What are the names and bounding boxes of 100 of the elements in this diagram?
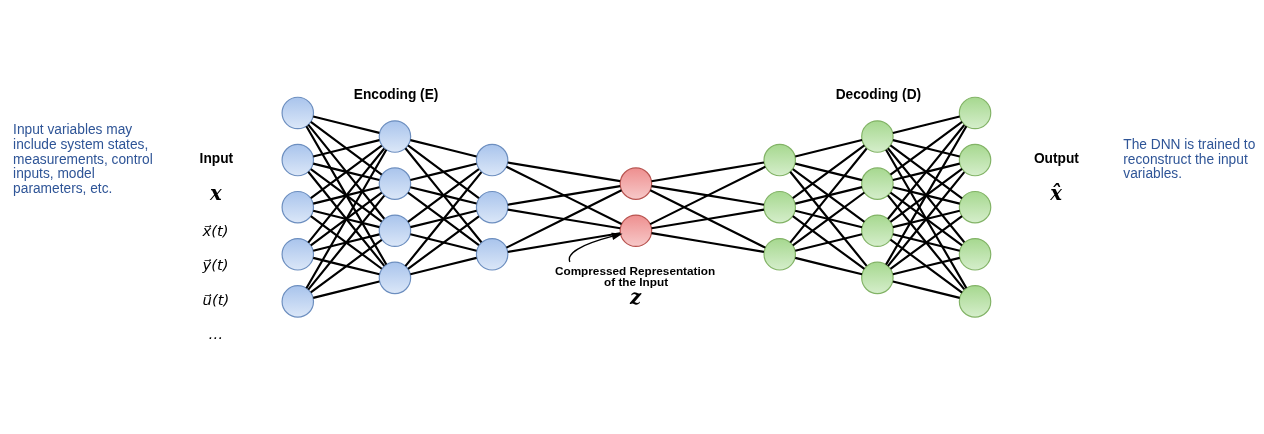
connector — [507, 208, 621, 230]
connector — [892, 139, 960, 158]
connector — [889, 120, 963, 176]
connector — [505, 189, 623, 249]
label: u⃗(t) — [202, 290, 230, 308]
connector — [404, 171, 483, 267]
connector — [892, 115, 960, 134]
connector — [889, 215, 963, 270]
connector — [310, 121, 383, 176]
connector — [307, 171, 386, 267]
connector — [892, 186, 960, 205]
node-circle — [958, 96, 992, 130]
label: … — [208, 325, 224, 343]
node-circle — [475, 238, 509, 271]
connector — [889, 144, 963, 200]
node-circle — [475, 143, 509, 177]
node-text: Compressed Representation of the Input z — [554, 263, 716, 310]
connector — [651, 232, 765, 253]
node-circle — [619, 214, 653, 248]
node-circle — [763, 190, 796, 224]
label: x — [209, 182, 222, 206]
node-circle — [281, 96, 315, 130]
connector — [305, 149, 388, 289]
connector — [310, 168, 383, 223]
connector — [792, 191, 866, 247]
node-circle — [861, 261, 894, 295]
connector — [310, 238, 383, 294]
connector — [507, 232, 621, 253]
connector — [651, 208, 765, 230]
connector — [307, 194, 386, 291]
connector — [407, 191, 480, 247]
connector — [407, 144, 480, 199]
connector — [312, 233, 380, 252]
connector — [410, 233, 477, 252]
node-circle — [281, 285, 315, 318]
connector — [795, 139, 863, 158]
connector — [310, 215, 383, 270]
node-circle — [958, 238, 992, 271]
label: Decoding (D) — [835, 86, 922, 102]
connector — [312, 115, 380, 134]
node-circle — [861, 214, 894, 248]
connector — [792, 168, 866, 223]
connector — [312, 139, 380, 158]
connector — [410, 209, 477, 229]
connector — [651, 185, 765, 206]
node-circle — [958, 143, 992, 177]
connector — [649, 189, 766, 249]
connector — [307, 124, 386, 220]
connector — [310, 144, 383, 200]
node-circle — [861, 120, 894, 153]
connector — [649, 165, 766, 226]
node-circle — [378, 214, 412, 248]
connector — [887, 171, 966, 267]
connector — [507, 161, 621, 183]
connector — [789, 147, 868, 244]
connector — [889, 191, 963, 247]
connector — [892, 256, 960, 276]
connector — [889, 168, 963, 223]
connector — [885, 125, 968, 266]
connector — [885, 149, 968, 289]
connector — [792, 215, 866, 270]
connector — [410, 139, 477, 158]
connector — [887, 194, 966, 291]
node-circle — [281, 190, 315, 224]
node-circle — [958, 285, 992, 318]
connector — [795, 162, 863, 182]
connector — [795, 256, 863, 276]
connector — [312, 256, 380, 276]
label: y⃗(t) — [202, 256, 229, 274]
connector — [887, 124, 966, 220]
connector — [310, 191, 383, 247]
label: x⃗(t) — [202, 222, 229, 240]
connector — [651, 161, 765, 183]
node-circle — [281, 143, 315, 177]
node-circle — [378, 120, 412, 153]
node-circle — [619, 167, 653, 200]
node-circle — [378, 167, 412, 200]
connector — [410, 186, 477, 205]
node-circle — [475, 190, 509, 224]
connector — [892, 233, 960, 252]
connector — [505, 165, 623, 226]
connector — [312, 162, 380, 182]
label: Encoding (E) — [353, 86, 439, 102]
connector — [407, 215, 480, 270]
label: Output — [1033, 150, 1079, 166]
connector — [410, 162, 477, 182]
label: The DNN is trained to reconstruct the input variables. — [1123, 136, 1256, 182]
label: Input — [199, 150, 234, 166]
node-circle — [763, 143, 796, 177]
node-circle — [958, 190, 992, 224]
node-circle — [763, 238, 796, 271]
label: Input variables may include system states, measurements, control inputs, model parameters, etc. — [13, 122, 153, 197]
connector — [795, 233, 863, 252]
connector — [789, 171, 868, 267]
connector — [410, 256, 477, 276]
connector — [795, 186, 863, 205]
connector — [892, 162, 960, 182]
node-circle — [861, 167, 894, 200]
node-circle — [281, 238, 315, 271]
connector — [507, 185, 621, 206]
